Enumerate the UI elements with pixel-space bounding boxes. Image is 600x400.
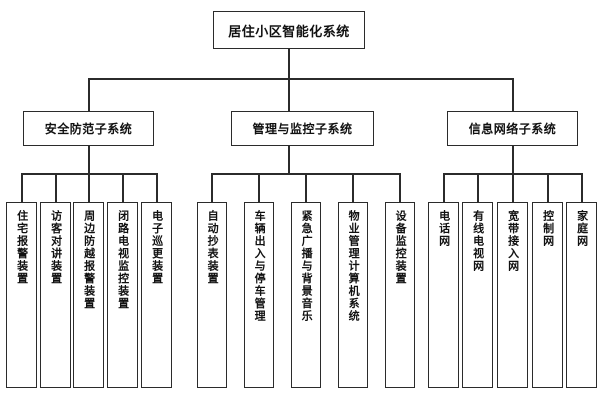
branch-2-leaf-drop-2 (258, 173, 260, 202)
branch-3-leaf-drop-3 (512, 173, 514, 202)
branch-2-leaf-drop-3 (305, 173, 307, 202)
leaf-node: 访客对讲装置 (40, 202, 71, 388)
leaf-node: 紧急广播与背景音乐 (291, 202, 321, 388)
branch-1-stem (88, 146, 90, 173)
leaf-node: 电话网 (428, 202, 459, 388)
level1-bus (88, 78, 513, 80)
branch-2-leaf-drop-5 (399, 173, 401, 202)
leaf-node-label: 自动抄表装置 (206, 210, 220, 285)
branch-drop-1 (88, 78, 90, 111)
leaf-node: 自动抄表装置 (197, 202, 227, 388)
leaf-node-label: 电话网 (437, 210, 451, 248)
leaf-node: 电子巡更装置 (141, 202, 172, 388)
branch-3-leaf-drop-2 (477, 173, 479, 202)
leaf-node-label: 紧急广播与背景音乐 (300, 210, 314, 323)
root-node: 居住小区智能化系统 (213, 11, 365, 49)
branch-1-leaf-drop-1 (21, 173, 23, 202)
branch-node-3-label: 信息网络子系统 (468, 122, 557, 136)
leaf-node: 宽带接入网 (497, 202, 528, 388)
branch-2-leaf-drop-4 (352, 173, 354, 202)
leaf-node-label: 控制网 (541, 210, 555, 248)
root-stem (288, 49, 290, 78)
branch-2-leaf-drop-1 (211, 173, 213, 202)
leaf-node-label: 闭路电视监控装置 (116, 210, 130, 310)
leaf-node-label: 有线电视网 (471, 210, 485, 273)
branch-3-leaf-drop-5 (581, 173, 583, 202)
branch-node-2-label: 管理与监控子系统 (252, 122, 353, 136)
branch-1-leaf-drop-3 (88, 173, 90, 202)
leaf-node: 车辆出入与停车管理 (244, 202, 274, 388)
branch-1-leaf-drop-5 (156, 173, 158, 202)
leaf-node-label: 家庭网 (575, 210, 589, 248)
leaf-node-label: 宽带接入网 (506, 210, 520, 273)
branch-3-leaf-drop-1 (443, 173, 445, 202)
branch-3-leaf-drop-4 (547, 173, 549, 202)
branch-node-1: 安全防范子系统 (23, 111, 154, 146)
leaf-node-label: 设备监控装置 (394, 210, 408, 285)
leaf-node-label: 访客对讲装置 (49, 210, 63, 285)
branch-drop-3 (512, 78, 514, 111)
leaf-node: 物业管理计算机系统 (338, 202, 368, 388)
branch-2-stem (288, 146, 290, 173)
leaf-node-label: 住宅报警装置 (15, 210, 29, 285)
branch-1-leaf-drop-4 (122, 173, 124, 202)
branch-1-leaf-drop-2 (55, 173, 57, 202)
branch-node-2: 管理与监控子系统 (231, 111, 374, 146)
leaf-node: 住宅报警装置 (6, 202, 37, 388)
leaf-node-label: 电子巡更装置 (150, 210, 164, 285)
leaf-node: 家庭网 (566, 202, 597, 388)
branch-3-stem (512, 146, 514, 173)
branch-node-1-label: 安全防范子系统 (44, 122, 133, 136)
leaf-node-label: 物业管理计算机系统 (347, 210, 361, 323)
leaf-node: 设备监控装置 (385, 202, 415, 388)
branch-drop-2 (288, 78, 290, 111)
root-node-label: 居住小区智能化系统 (228, 24, 350, 40)
leaf-node-label: 周边防越报警装置 (82, 210, 96, 310)
leaf-node: 闭路电视监控装置 (107, 202, 138, 388)
leaf-node: 周边防越报警装置 (73, 202, 104, 388)
leaf-node: 控制网 (532, 202, 563, 388)
leaf-node-label: 车辆出入与停车管理 (253, 210, 267, 323)
branch-node-3: 信息网络子系统 (447, 111, 578, 146)
leaf-node: 有线电视网 (462, 202, 493, 388)
